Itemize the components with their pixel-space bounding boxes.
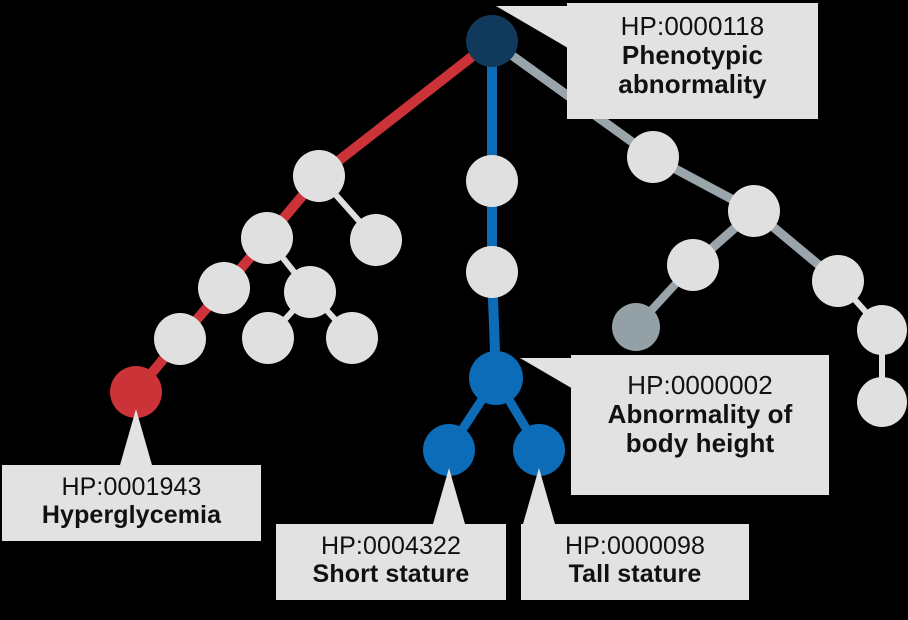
callout-hyperglycemia[interactable]: HP:0001943 Hyperglycemia xyxy=(2,465,261,541)
callout-hyperglycemia-name: Hyperglycemia xyxy=(41,501,222,529)
node-blue-1[interactable] xyxy=(466,155,518,207)
node-red-3[interactable] xyxy=(198,262,250,314)
node-r-5[interactable] xyxy=(812,255,864,307)
callout-short-stature[interactable]: HP:0004322 Short stature xyxy=(276,524,506,600)
node-tall-stature-node[interactable]: HP:0000098 xyxy=(513,424,565,476)
callout-tail-tall-stature xyxy=(523,468,555,524)
node-gray-d[interactable] xyxy=(326,312,378,364)
node-hyperglycemia-node[interactable]: HP:0001943 xyxy=(110,366,162,418)
callout-tall-stature-name: Tall stature xyxy=(568,560,702,588)
node-r-4[interactable] xyxy=(612,303,660,351)
node-gray-a[interactable] xyxy=(350,214,402,266)
node-body-height-node[interactable]: HP:0000002 xyxy=(469,351,523,405)
callout-short-stature-name: Short stature xyxy=(312,560,470,588)
node-r-7[interactable] xyxy=(857,377,907,427)
callout-body-height[interactable]: HP:0000002 Abnormality of body height xyxy=(571,355,829,495)
node-short-stature-node[interactable]: HP:0004322 xyxy=(423,424,475,476)
callout-body-height-code: HP:0000002 xyxy=(627,370,773,400)
callout-tall-stature-code: HP:0000098 xyxy=(564,532,705,560)
node-r-1[interactable] xyxy=(627,131,679,183)
node-r-3[interactable] xyxy=(667,239,719,291)
node-gray-b[interactable] xyxy=(284,266,336,318)
callout-short-stature-code: HP:0004322 xyxy=(320,532,461,560)
callout-root-name: Phenotypic abnormality xyxy=(618,40,767,100)
node-gray-c[interactable] xyxy=(242,312,294,364)
edge-root-node-to-red-1 xyxy=(315,37,496,180)
node-red-4[interactable] xyxy=(154,313,206,365)
callout-tail-root xyxy=(496,6,568,48)
node-r-6[interactable] xyxy=(857,305,907,355)
node-red-1[interactable] xyxy=(293,150,345,202)
node-r-2[interactable] xyxy=(728,185,780,237)
callout-hyperglycemia-code: HP:0001943 xyxy=(61,473,202,501)
callout-body-height-name: Abnormality of body height xyxy=(607,399,793,459)
nodes-layer: HP:0000118HP:0001943HP:0000002HP:0004322… xyxy=(110,15,907,476)
node-blue-2[interactable] xyxy=(466,246,518,298)
callout-root-code: HP:0000118 xyxy=(620,11,765,41)
node-red-2[interactable] xyxy=(241,212,293,264)
callout-tall-stature[interactable]: HP:0000098 Tall stature xyxy=(521,524,749,600)
callout-root[interactable]: HP:0000118 Phenotypic abnormality xyxy=(567,3,818,119)
callout-tail-hyperglycemia xyxy=(120,409,152,465)
callout-tail-short-stature xyxy=(433,468,465,524)
